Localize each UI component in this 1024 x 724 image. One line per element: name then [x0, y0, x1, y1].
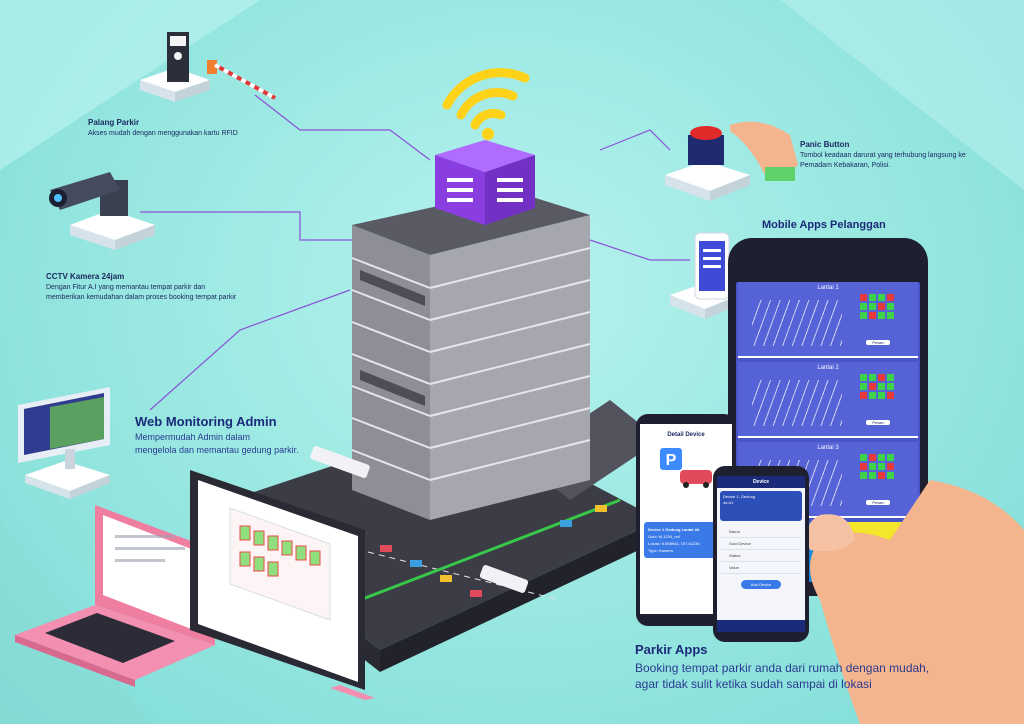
parking-slot[interactable]	[869, 463, 876, 470]
floor-label: Lantai 2	[817, 365, 839, 371]
parking-lot-diagram	[752, 300, 842, 346]
panic-button-desc-line1: Tombol keadaan darurat yang terhubung la…	[800, 152, 966, 159]
laptop-icon	[15, 505, 215, 687]
slot-grid	[860, 294, 896, 319]
parking-slot[interactable]	[887, 454, 894, 461]
panic-button-icon	[665, 121, 798, 201]
panic-button-title: Panic Button	[800, 140, 850, 149]
floor-label: Lantai 1	[817, 285, 839, 291]
parking-slot[interactable]	[869, 472, 876, 479]
pesan-button[interactable]: Pesan	[866, 340, 890, 345]
parking-slot[interactable]	[869, 374, 876, 381]
callout-panic-button: Panic Button Tombol keadaan darurat yang…	[800, 140, 1015, 171]
mobile-apps-title: Mobile Apps Pelanggan	[762, 219, 886, 231]
parking-slot[interactable]	[860, 383, 867, 390]
parking-slot[interactable]	[887, 303, 894, 310]
parking-slot[interactable]	[860, 374, 867, 381]
parking-slot[interactable]	[860, 463, 867, 470]
parking-slot[interactable]	[869, 312, 876, 319]
parking-slot[interactable]	[869, 392, 876, 399]
cctv-camera-icon	[49, 172, 155, 250]
parking-slot[interactable]	[878, 392, 885, 399]
device-card-guid: Guid: M-1234_m4	[648, 534, 681, 539]
parking-slot[interactable]	[869, 303, 876, 310]
parking-slot[interactable]	[878, 303, 885, 310]
slot-grid	[860, 454, 896, 479]
form-row[interactable]: Nama	[721, 526, 801, 538]
web-monitoring-title: Web Monitoring Admin	[135, 414, 277, 429]
parking-slot[interactable]	[860, 294, 867, 301]
add-device-button[interactable]: Add Device	[741, 580, 781, 589]
parking-p-car-icon: P	[660, 448, 712, 488]
parkir-apps-desc-line1: Booking tempat parkir anda dari rumah de…	[635, 661, 930, 675]
parking-slot[interactable]	[878, 463, 885, 470]
parking-slot[interactable]	[887, 383, 894, 390]
parking-slot[interactable]	[869, 294, 876, 301]
pesan-button[interactable]: Pesan	[866, 500, 890, 505]
parking-slot[interactable]	[878, 472, 885, 479]
form-row[interactable]: Status	[721, 550, 801, 562]
floor-panel[interactable]: Lantai 1 Pesan	[738, 282, 918, 358]
parking-slot[interactable]	[860, 392, 867, 399]
parking-slot[interactable]	[869, 383, 876, 390]
wifi-icon	[442, 68, 530, 130]
parkir-apps-desc-line2: agar tidak sulit ketika sudah sampai di …	[635, 677, 872, 691]
desktop-monitor	[190, 470, 375, 700]
device-card-type: Type: Kamera	[648, 548, 673, 553]
parking-slot[interactable]	[860, 303, 867, 310]
palang-parkir-title: Palang Parkir	[88, 118, 140, 127]
pesan-button[interactable]: Pesan	[866, 420, 890, 425]
monitor-icon	[18, 387, 110, 499]
device-card-location: Lokasi: 6.898943, 107.61234	[648, 541, 700, 546]
parking-slot[interactable]	[887, 392, 894, 399]
device-front-card-line2: 4a A1	[723, 500, 734, 505]
cctv-desc-line2: memberikan kemudahan dalam proses bookin…	[46, 294, 237, 301]
parking-slot[interactable]	[878, 312, 885, 319]
parking-slot[interactable]	[860, 472, 867, 479]
iot-hub-icon	[435, 68, 535, 225]
parking-slot[interactable]	[887, 374, 894, 381]
hand-illustration	[806, 480, 1024, 724]
callout-palang-parkir: Palang Parkir Akses mudah dengan menggun…	[88, 118, 288, 139]
bottom-nav	[717, 620, 805, 632]
parking-slot[interactable]	[869, 454, 876, 461]
slot-grid	[860, 374, 896, 399]
web-monitoring-desc-line2: mengelola dan memantau gedung parkir.	[135, 445, 299, 455]
device-header: Device	[717, 476, 805, 488]
parking-slot[interactable]	[878, 294, 885, 301]
device-card-title: Device 1 Gedung Lantai 4A	[648, 527, 700, 532]
parking-slot[interactable]	[878, 374, 885, 381]
device-front-card: Device 1, Gedung 4a A1	[720, 491, 802, 521]
parking-slot[interactable]	[887, 312, 894, 319]
mobile-phone-icon	[670, 232, 740, 319]
form-row[interactable]: Guid Device	[721, 538, 801, 550]
parking-slot[interactable]	[887, 294, 894, 301]
parking-slot[interactable]	[860, 454, 867, 461]
form-row[interactable]: Value	[721, 562, 801, 574]
panic-button-desc-line2: Pemadam Kebakaran, Polisi.	[800, 162, 891, 169]
cctv-desc-line1: Dengan Fitur A.I yang memantau tempat pa…	[46, 284, 206, 291]
cctv-title: CCTV Kamera 24jam	[46, 272, 125, 281]
floor-label: Lantai 3	[817, 445, 839, 451]
svg-text:P: P	[666, 452, 677, 469]
parking-slot[interactable]	[878, 454, 885, 461]
parking-slot[interactable]	[887, 463, 894, 470]
parking-slot[interactable]	[878, 383, 885, 390]
web-monitoring-desc-line1: Mempermudah Admin dalam	[135, 432, 251, 442]
parking-barrier-icon	[140, 32, 276, 102]
device-front-card-line1: Device 1, Gedung	[723, 494, 756, 499]
floor-panel[interactable]: Lantai 2 Pesan	[738, 362, 918, 438]
parkir-apps-title: Parkir Apps	[635, 642, 708, 657]
parking-lot-diagram	[752, 380, 842, 426]
parking-slot[interactable]	[887, 472, 894, 479]
palang-parkir-desc: Akses mudah dengan menggunakan kartu RFI…	[88, 130, 238, 137]
parking-slot[interactable]	[860, 312, 867, 319]
detail-device-header: Detail Device	[667, 432, 705, 438]
callout-cctv: CCTV Kamera 24jam Dengan Fitur A.I yang …	[46, 272, 306, 303]
